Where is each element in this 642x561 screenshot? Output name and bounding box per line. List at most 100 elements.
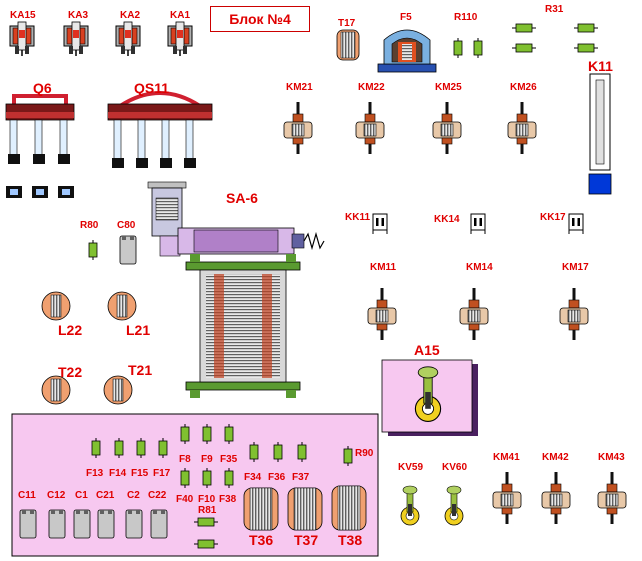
contactor-km17-icon	[559, 287, 589, 341]
resistor-r90-icon	[343, 445, 353, 467]
label-f34: F34	[244, 472, 262, 483]
thermal-relay-kk14-icon	[470, 213, 486, 235]
fuse-f8-icon	[180, 423, 190, 445]
label-r81: R81	[198, 505, 217, 516]
label-f14: F14	[109, 468, 127, 479]
transformer-t38-icon	[331, 485, 367, 531]
label-f38: F38	[219, 494, 237, 505]
contactor-km21-icon	[283, 101, 313, 155]
label-f17: F17	[153, 468, 171, 479]
contactor-km14-icon	[459, 287, 489, 341]
transformer-t22-icon	[41, 375, 71, 405]
capacitor-c21-icon	[97, 509, 115, 539]
label-ka1: KA1	[170, 10, 191, 21]
label-t17: T17	[338, 18, 356, 29]
terminal-blocks-icon	[6, 186, 74, 198]
label-ka3: KA3	[68, 10, 89, 21]
transformer-t17-icon	[336, 29, 360, 61]
label-l22: L22	[58, 322, 83, 338]
fuse-f36-icon	[273, 441, 283, 463]
fuse-f34-icon	[249, 441, 259, 463]
label-l21: L21	[126, 322, 151, 338]
fuse-f40-icon	[180, 467, 190, 489]
label-f9: F9	[201, 454, 213, 465]
label-km43: KM43	[598, 452, 625, 463]
voltage-relay-kv59-icon	[400, 485, 420, 526]
label-qs11: QS11	[134, 80, 170, 96]
capacitor-c2-icon	[125, 509, 143, 539]
relay-ka3-icon	[63, 21, 89, 57]
transformer-t21-icon	[103, 375, 133, 405]
contactor-km42-icon	[541, 471, 571, 525]
controller-sa6-icon	[147, 181, 325, 398]
label-f15: F15	[131, 468, 149, 479]
fuse-f37-icon	[297, 441, 307, 463]
label-t37: T37	[294, 532, 319, 548]
fuse-f15-icon	[136, 437, 146, 459]
label-k11: K11	[588, 58, 613, 74]
label-c1: C1	[75, 490, 88, 501]
resistor-r110-icon	[453, 37, 483, 59]
label-c80: C80	[117, 220, 136, 231]
relay-ka2-icon	[115, 21, 141, 57]
contactor-km22-icon	[355, 101, 385, 155]
label-kk14: KK14	[434, 214, 460, 225]
fuse-f9-icon	[202, 423, 212, 445]
label-c2: C2	[127, 490, 140, 501]
controller-a15-icon	[381, 359, 478, 436]
block-title: Блок №4	[210, 6, 310, 32]
fuse-f17-icon	[158, 437, 168, 459]
label-t36: T36	[249, 532, 274, 548]
component-panel	[11, 413, 379, 557]
label-ka2: KA2	[120, 10, 141, 21]
fuse-f14-icon	[114, 437, 124, 459]
capacitor-c12-icon	[48, 509, 66, 539]
fuse-f5-icon	[377, 29, 437, 73]
label-f10: F10	[198, 494, 216, 505]
label-km11: KM11	[370, 262, 397, 273]
relay-k11-icon	[588, 73, 612, 195]
label-kv59: KV59	[398, 462, 424, 473]
label-km41: KM41	[493, 452, 520, 463]
label-r90: R90	[355, 448, 374, 459]
resistor-r80-icon	[88, 239, 98, 261]
label-ka15: KA15	[10, 10, 36, 21]
relay-ka15-icon	[9, 21, 35, 57]
label-kk11: KK11	[345, 212, 371, 223]
label-km14: KM14	[466, 262, 493, 273]
label-kv60: KV60	[442, 462, 468, 473]
thermal-relay-kk17-icon	[568, 213, 584, 235]
label-c12: C12	[47, 490, 66, 501]
label-km42: KM42	[542, 452, 569, 463]
label-km22: KM22	[358, 82, 385, 93]
capacitor-c80-icon	[119, 235, 137, 265]
contactor-km43-icon	[597, 471, 627, 525]
relay-ka1-icon	[167, 21, 193, 57]
switch-qs11-icon	[107, 91, 213, 168]
contactor-km11-icon	[367, 287, 397, 341]
label-f13: F13	[86, 468, 104, 479]
label-r110: R110	[454, 12, 478, 23]
inductor-l21-icon	[107, 291, 137, 321]
label-r31: R31	[545, 4, 564, 15]
voltage-relay-kv60-icon	[444, 485, 464, 526]
contactor-km41-icon	[492, 471, 522, 525]
fuse-f13-icon	[91, 437, 101, 459]
label-km25: KM25	[435, 82, 462, 93]
label-f37: F37	[292, 472, 310, 483]
label-t38: T38	[338, 532, 363, 548]
fuse-f35-icon	[224, 423, 234, 445]
label-t21: T21	[128, 362, 153, 378]
resistor-r31-icon	[511, 23, 599, 53]
label-t22: T22	[58, 364, 83, 380]
label-f40: F40	[176, 494, 194, 505]
contactor-km25-icon	[432, 101, 462, 155]
capacitor-c11-icon	[19, 509, 37, 539]
label-f36: F36	[268, 472, 286, 483]
contactor-km26-icon	[507, 101, 537, 155]
label-c11: C11	[18, 490, 36, 501]
thermal-relay-kk11-icon	[372, 213, 388, 235]
label-kk17: KK17	[540, 212, 566, 223]
